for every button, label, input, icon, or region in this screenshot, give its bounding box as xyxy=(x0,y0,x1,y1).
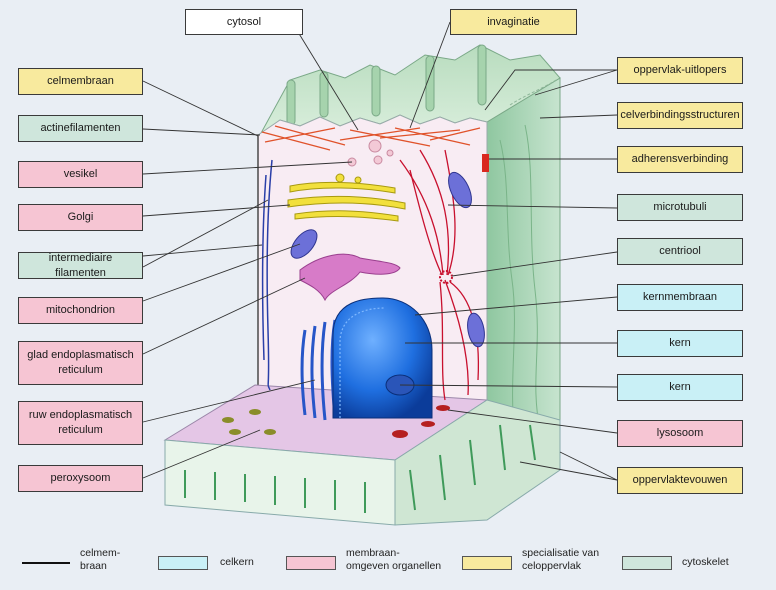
mitochondria xyxy=(290,171,485,348)
label-glad-er: glad endoplasmatisch reticulum xyxy=(18,341,143,385)
label-centriool: centriool xyxy=(617,238,743,265)
intermediate-filaments xyxy=(261,159,273,391)
label-peroxysoom: peroxysoom xyxy=(18,465,143,492)
label-ruw-er: ruw endoplasmatisch reticulum xyxy=(18,401,143,445)
legend-specialisatie: specialisatie van celoppervlak xyxy=(522,547,599,573)
label-ruw-er-line2: reticulum xyxy=(58,424,103,436)
legend-membraan-line2: omgeven organellen xyxy=(346,560,442,573)
legend-celmembraan-line1: celmem- xyxy=(80,547,121,559)
legend-swatch-cytoskelet xyxy=(622,556,672,570)
label-cytosol: cytosol xyxy=(185,9,303,35)
golgi xyxy=(287,173,406,222)
legend-membraan-line1: membraan- xyxy=(346,547,400,559)
label-celmembraan: celmembraan xyxy=(18,68,143,95)
label-invaginatie: invaginatie xyxy=(450,9,577,35)
label-oppervlak-uitlopers: oppervlak-uitlopers xyxy=(617,57,743,84)
label-microtubuli: microtubuli xyxy=(617,194,743,221)
legend-celkern: celkern xyxy=(220,556,254,568)
label-lysosoom: lysosoom xyxy=(617,420,743,447)
label-intermediaire-filamenten: intermediaire filamenten xyxy=(18,252,143,279)
legend-celmembraan-line2: braan xyxy=(80,560,107,573)
nucleus xyxy=(332,297,433,419)
legend-swatch-celkern xyxy=(158,556,208,570)
label-kern-1: kern xyxy=(617,330,743,357)
label-kern-2: kern xyxy=(617,374,743,401)
label-golgi: Golgi xyxy=(18,204,143,231)
legend-swatch-specialisatie xyxy=(462,556,512,570)
label-mitochondrion: mitochondrion xyxy=(18,297,143,324)
legend-membraan: membraan- omgeven organellen xyxy=(346,547,441,573)
legend-specialisatie-line1: specialisatie van xyxy=(522,547,600,559)
label-kernmembraan: kernmembraan xyxy=(617,284,743,311)
label-adherensverbinding: adherensverbinding xyxy=(617,146,743,173)
floor-organelles xyxy=(222,405,450,438)
smooth-er xyxy=(299,253,401,302)
label-actinefilamenten: actinefilamenten xyxy=(18,115,143,142)
leader-lines xyxy=(142,21,618,481)
legend-cytoskelet: cytoskelet xyxy=(682,556,729,568)
centriole xyxy=(439,270,453,284)
adherens-junction xyxy=(482,154,489,172)
legend-specialisatie-line2: celoppervlak xyxy=(522,560,581,573)
label-vesikel: vesikel xyxy=(18,161,143,188)
label-glad-er-line2: reticulum xyxy=(58,364,103,376)
label-glad-er-line1: glad endoplasmatisch xyxy=(27,349,134,362)
label-celverbindingsstructuren: celverbindingsstructuren xyxy=(617,102,743,129)
legend-celmembraan: celmem- braan xyxy=(80,547,120,573)
cell-top-face xyxy=(259,44,561,136)
label-ruw-er-line1: ruw endoplasmatisch xyxy=(28,409,133,422)
legend-swatch-membraan xyxy=(286,556,336,570)
label-oppervlaktevouwen: oppervlaktevouwen xyxy=(617,467,743,494)
actin-filaments xyxy=(261,125,481,151)
